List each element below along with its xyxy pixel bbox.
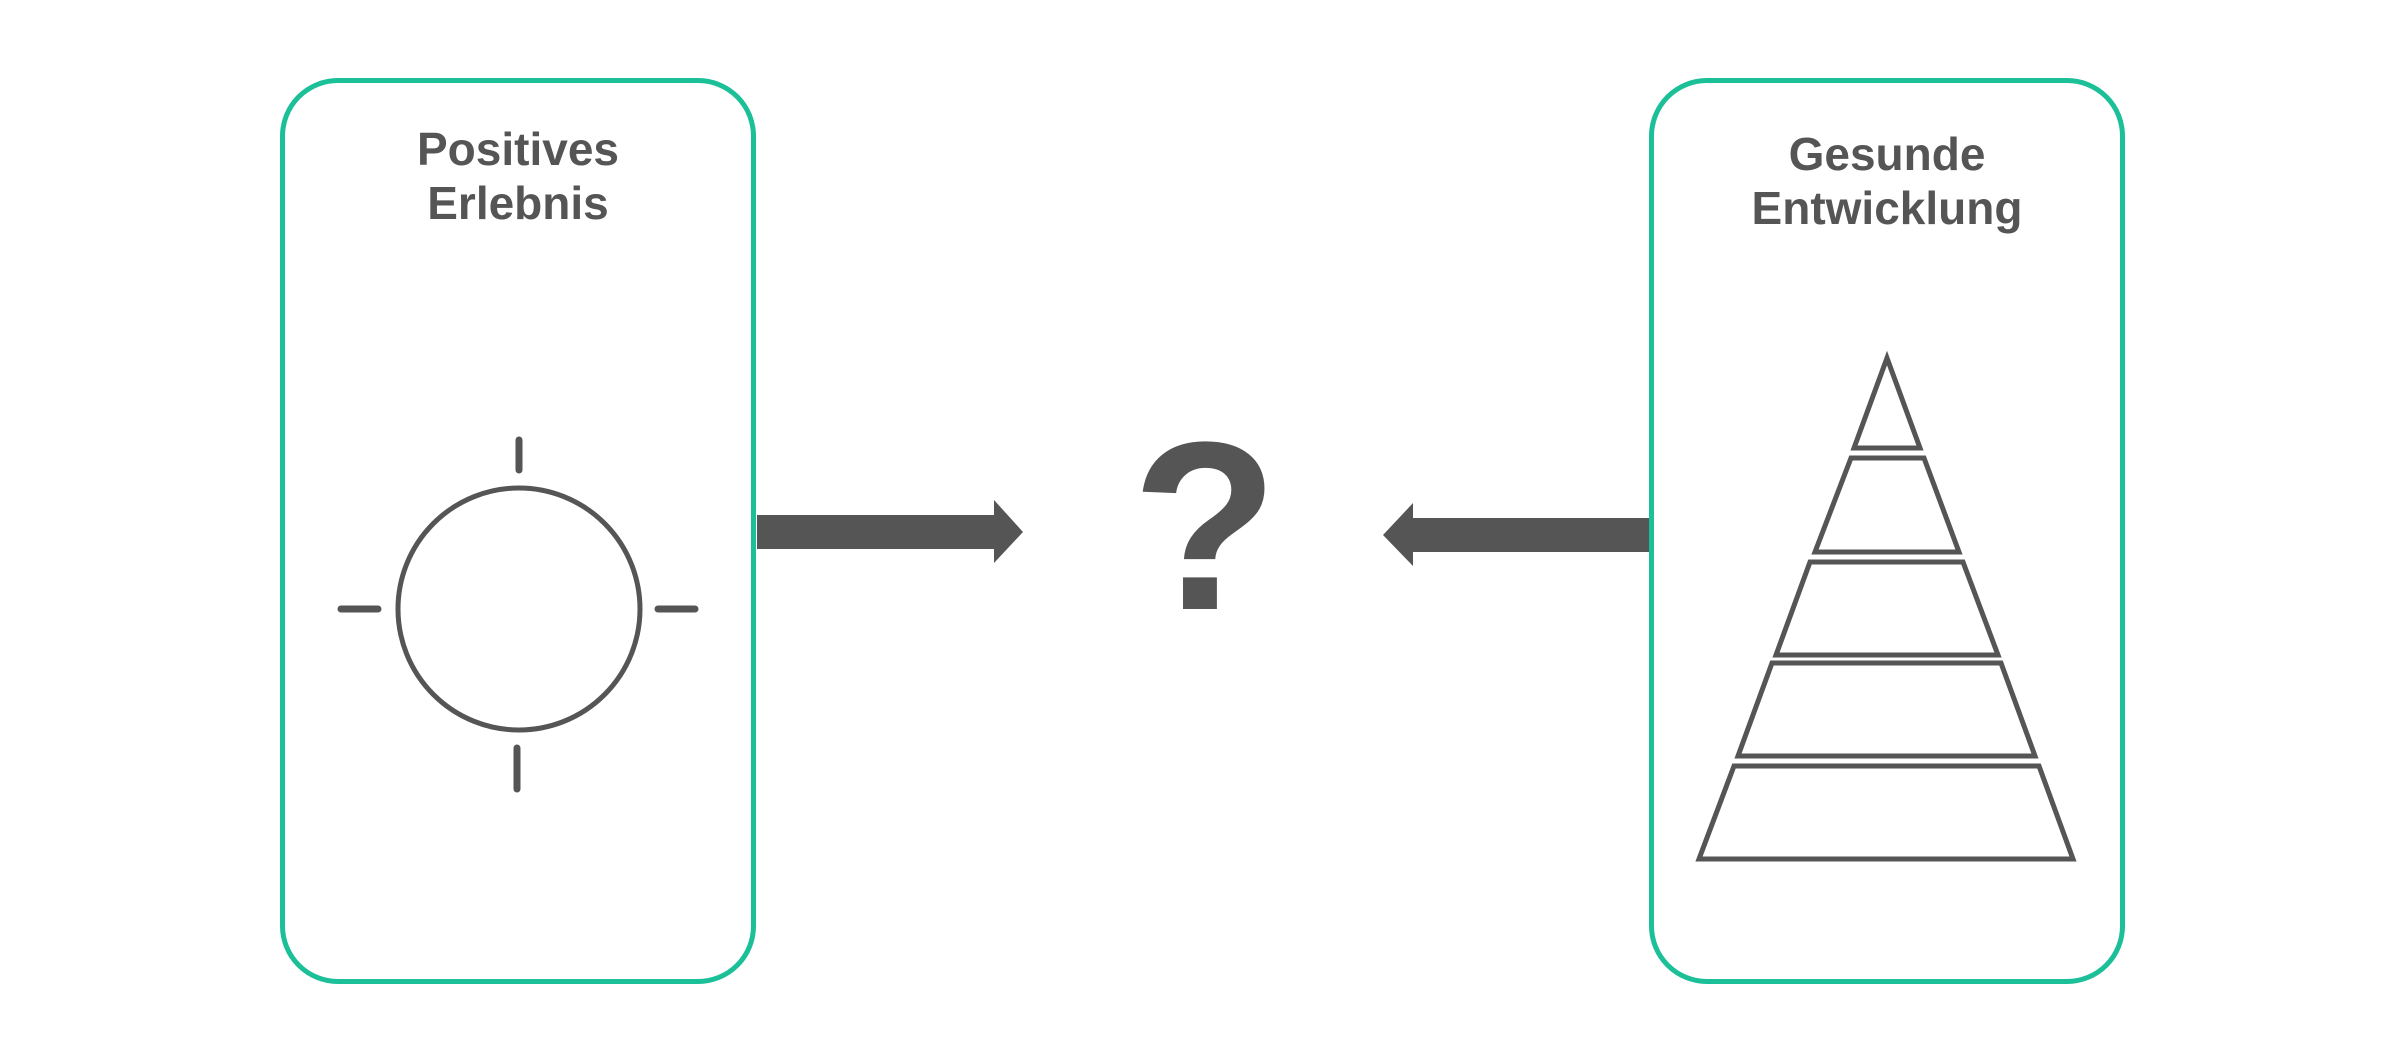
arrow-left-shaft [1407,518,1649,552]
healthy-development-title-line1: Gesunde [1788,128,1986,180]
positive-experience-card: Positives Erlebnis [280,78,756,984]
pyramid-level-4 [1734,660,2039,759]
arrow-left-icon [1383,503,1649,566]
arrow-right-head [994,500,1023,563]
arrow-left-head [1383,503,1413,566]
healthy-development-title: Gesunde Entwicklung [1654,127,2120,235]
positive-experience-title: Positives Erlebnis [285,122,751,230]
pyramid-level-1 [1850,350,1924,451]
arrow-right-shaft [757,515,1002,549]
arrow-right-icon [757,500,1023,563]
healthy-development-card: Gesunde Entwicklung [1649,78,2125,984]
pyramid-level-2 [1811,455,1963,555]
pyramid-icon [1695,350,2077,862]
pyramid-level-3 [1772,559,2002,658]
positive-experience-title-line2: Erlebnis [427,177,609,229]
pyramid-level-5 [1695,763,2077,862]
target-circle-icon [337,436,699,793]
positive-experience-title-line1: Positives [417,123,619,175]
target-circle-ring [395,485,643,733]
question-mark: ? [1131,392,1279,660]
healthy-development-title-line2: Entwicklung [1751,182,2023,234]
